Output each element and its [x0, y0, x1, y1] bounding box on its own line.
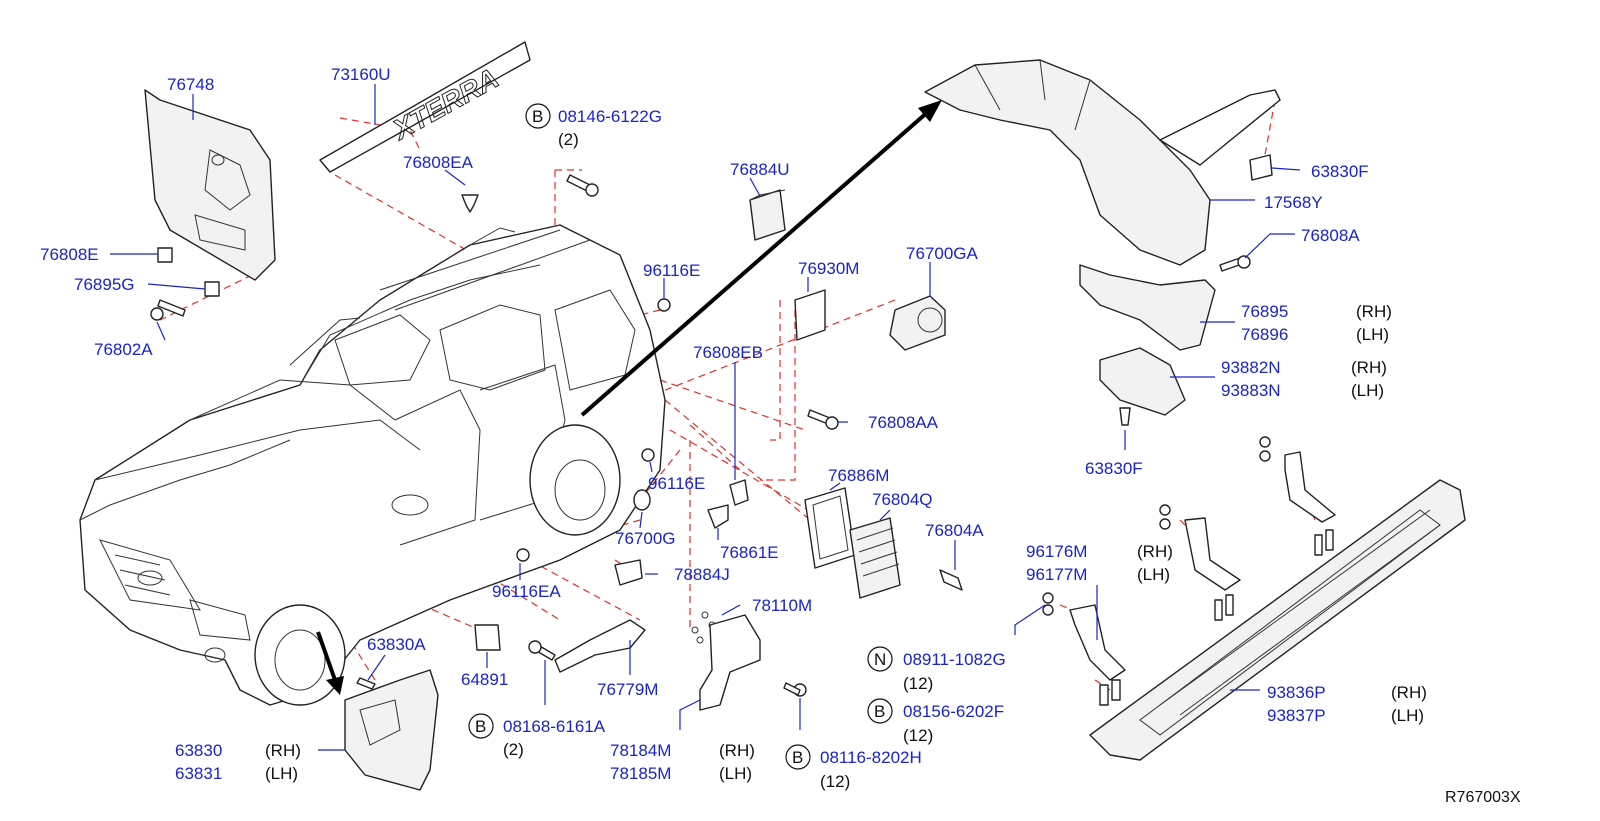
- rh-tag: (RH): [265, 741, 301, 760]
- pair-93836: 93836P 93837P (RH) (LH): [1267, 683, 1427, 725]
- label-64891: 64891: [461, 670, 508, 689]
- lh-tag: (LH): [719, 764, 752, 783]
- label-76886M: 76886M: [828, 466, 889, 485]
- label-76930M: 76930M: [798, 259, 859, 278]
- label-78884J: 78884J: [674, 565, 730, 584]
- label-lh-part: 96177M: [1026, 565, 1087, 584]
- qty-label: (12): [903, 726, 933, 745]
- label-lh-part: 93883N: [1221, 381, 1281, 400]
- label-08116-8202H: 08116-8202H: [820, 748, 922, 767]
- label-lh-part: 76896: [1241, 325, 1288, 344]
- label-76802A: 76802A: [94, 340, 153, 359]
- label-96116E: 96116E: [643, 261, 700, 280]
- lh-tag: (LH): [1137, 565, 1170, 584]
- qty-label: (2): [503, 740, 524, 759]
- label-08156-6202F: 08156-6202F: [903, 702, 1004, 721]
- arrowhead-icon: [326, 676, 344, 695]
- label-96116E: 96116E: [648, 474, 705, 493]
- label-76861E: 76861E: [720, 543, 779, 562]
- label-76700G: 76700G: [615, 529, 676, 548]
- part-drawings: XTERRA: [144, 41, 1466, 791]
- rh-tag: (RH): [719, 741, 755, 760]
- emblem-shape: [319, 41, 531, 173]
- lh-tag: (LH): [1356, 325, 1389, 344]
- label-08146-6122G: 08146-6122G: [558, 107, 662, 126]
- label-rh-part: 93836P: [1267, 683, 1326, 702]
- label-lh-part: 63831: [175, 764, 222, 783]
- label-73160U: 73160U: [331, 65, 391, 84]
- direction-arrows: [316, 100, 942, 695]
- qty-label: (12): [820, 772, 850, 791]
- lh-tag: (LH): [1391, 706, 1424, 725]
- label-76808E: 76808E: [40, 245, 99, 264]
- label-76804Q: 76804Q: [872, 490, 933, 509]
- quarter-panel-shape: [144, 89, 276, 281]
- circle-letter: B: [792, 748, 803, 767]
- pair-63830: 63830 63831 (RH) (LH): [175, 741, 301, 783]
- pair-78184: 78184M 78185M (RH) (LH): [610, 741, 755, 783]
- lh-tag: (LH): [265, 764, 298, 783]
- diagram-reference-code: R767003X: [1445, 789, 1521, 806]
- circle-letter: B: [475, 717, 486, 736]
- qty-label: (12): [903, 674, 933, 693]
- label-76748: 76748: [167, 75, 214, 94]
- label-76804A: 76804A: [925, 521, 984, 540]
- label-08911-1082G: 08911-1082G: [903, 650, 1006, 669]
- vehicle-outline: [79, 224, 666, 706]
- label-76808EB: 76808EB: [693, 343, 763, 362]
- qty-label: (2): [558, 130, 579, 149]
- label-rh-part: 96176M: [1026, 542, 1087, 561]
- pair-96176: 96176M 96177M (RH) (LH): [1026, 542, 1173, 584]
- label-63830F: 63830F: [1085, 459, 1143, 478]
- emblem-lettering: XTERRA: [386, 62, 503, 146]
- pair-76895: 76895 76896 (RH) (LH): [1241, 302, 1392, 344]
- label-17568Y: 17568Y: [1264, 193, 1323, 212]
- arrowhead-icon: [918, 100, 942, 122]
- label-76808EA: 76808EA: [403, 153, 474, 172]
- rh-tag: (RH): [1137, 542, 1173, 561]
- label-rh-part: 63830: [175, 741, 222, 760]
- callout-08146: B 08146-6122G (2): [525, 103, 662, 149]
- circle-letter: B: [532, 107, 543, 126]
- callout-08911: N 08911-1082G (12): [867, 646, 1006, 693]
- leader-lines: [110, 84, 1301, 751]
- callout-08116: B 08116-8202H (12): [785, 744, 922, 791]
- pair-93882: 93882N 93883N (RH) (LH): [1221, 358, 1387, 400]
- label-76884U: 76884U: [730, 160, 790, 179]
- rh-tag: (RH): [1356, 302, 1392, 321]
- label-08168-6161A: 08168-6161A: [503, 717, 606, 736]
- label-rh-part: 93882N: [1221, 358, 1281, 377]
- label-76808AA: 76808AA: [868, 413, 939, 432]
- circle-letter: B: [874, 702, 885, 721]
- callout-08168: B 08168-6161A (2): [468, 713, 606, 759]
- label-63830F: 63830F: [1311, 162, 1369, 181]
- label-lh-part: 78185M: [610, 764, 671, 783]
- label-78110M: 78110M: [752, 596, 812, 615]
- label-76779M: 76779M: [597, 680, 658, 699]
- callout-08156: B 08156-6202F (12): [867, 698, 1004, 745]
- circle-letter: N: [874, 650, 886, 669]
- label-63830A: 63830A: [367, 635, 426, 654]
- label-76808A: 76808A: [1301, 226, 1360, 245]
- label-76895G: 76895G: [74, 275, 135, 294]
- rh-tag: (RH): [1391, 683, 1427, 702]
- label-rh-part: 78184M: [610, 741, 671, 760]
- part-labels: 76748 73160U 76808EA 76808E 76895G 76802…: [40, 65, 1521, 806]
- label-rh-part: 76895: [1241, 302, 1288, 321]
- label-76700GA: 76700GA: [906, 244, 978, 263]
- label-96116EA: 96116EA: [492, 582, 561, 601]
- label-lh-part: 93837P: [1267, 706, 1326, 725]
- lh-tag: (LH): [1351, 381, 1384, 400]
- rh-tag: (RH): [1351, 358, 1387, 377]
